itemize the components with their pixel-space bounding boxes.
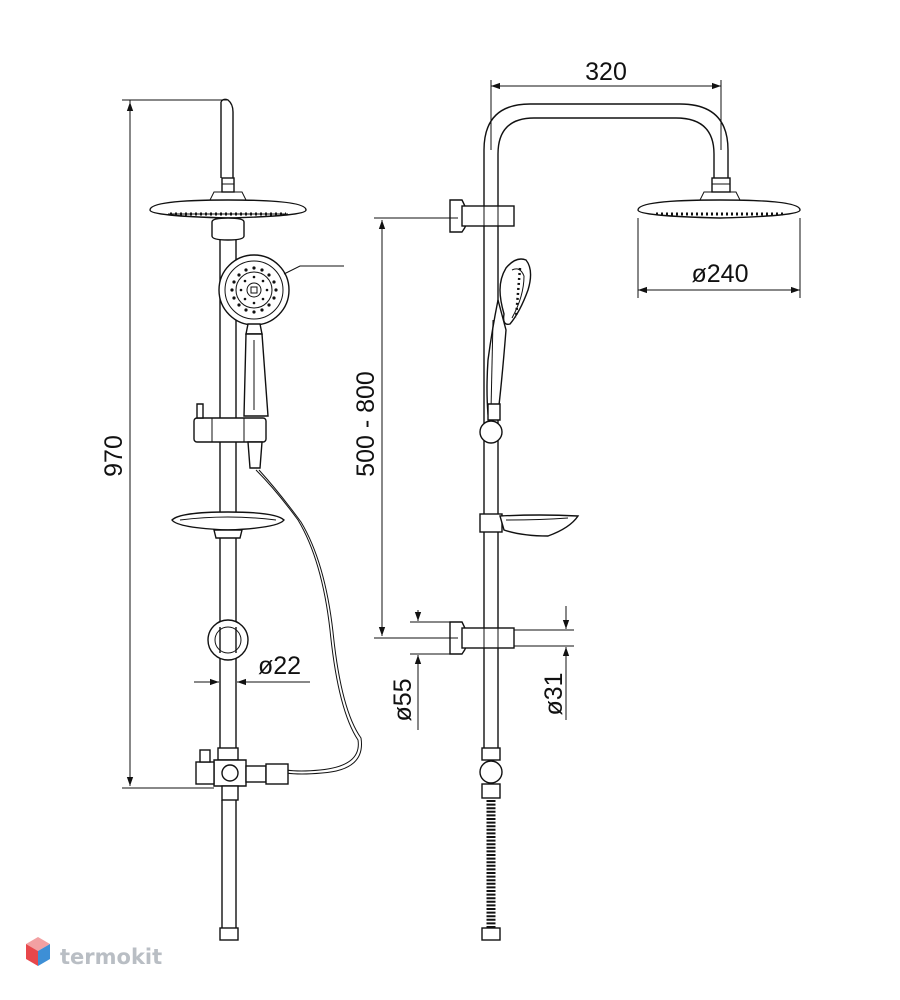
side-head-connector [711,177,731,193]
side-view: 320 ø240 500 - 800 ø55 [352,58,801,941]
front-slider-holder [193,403,267,469]
bar-diameter-dimension [514,606,574,720]
total-height-label: 970 [100,435,128,477]
front-top-bracket [211,217,245,241]
flange-diameter-dimension [410,610,456,730]
side-top-bracket [449,199,515,233]
front-soap-dish [171,511,285,539]
front-rain-head [149,199,307,219]
front-view: ø22 970 [100,98,363,941]
front-wall-bracket [207,619,249,661]
termokit-logo: termokit [26,937,162,969]
side-diverter-valve [479,747,503,799]
front-hand-shower [218,254,344,417]
front-overhead-arm [220,98,234,178]
arm-length-label: 320 [585,58,627,86]
logo-wordmark: termokit [60,945,162,969]
front-shower-hose [255,469,359,772]
termokit-cube-icon [26,937,50,966]
side-slider-knob [479,420,503,444]
side-overhead-arm [483,103,729,212]
adjust-range-dimension [374,217,458,639]
pipe-diameter-label: ø22 [258,652,301,680]
head-diameter-label: ø240 [692,260,749,288]
side-bottom-bracket [449,621,515,655]
side-rain-head [637,199,801,219]
arm-length-dimension [490,80,722,150]
flange-diameter-label: ø55 [389,678,417,721]
side-soap-dish [479,513,580,537]
front-bottom-connector [219,927,239,941]
front-diverter-valve [195,747,289,801]
head-diameter-dimension [637,218,801,298]
adjust-range-label: 500 - 800 [352,371,380,477]
side-hand-shower [486,258,532,421]
total-height-dimension [122,99,228,789]
front-head-connector [221,177,235,193]
bar-diameter-label: ø31 [540,672,568,715]
side-bottom-connector [481,927,501,941]
